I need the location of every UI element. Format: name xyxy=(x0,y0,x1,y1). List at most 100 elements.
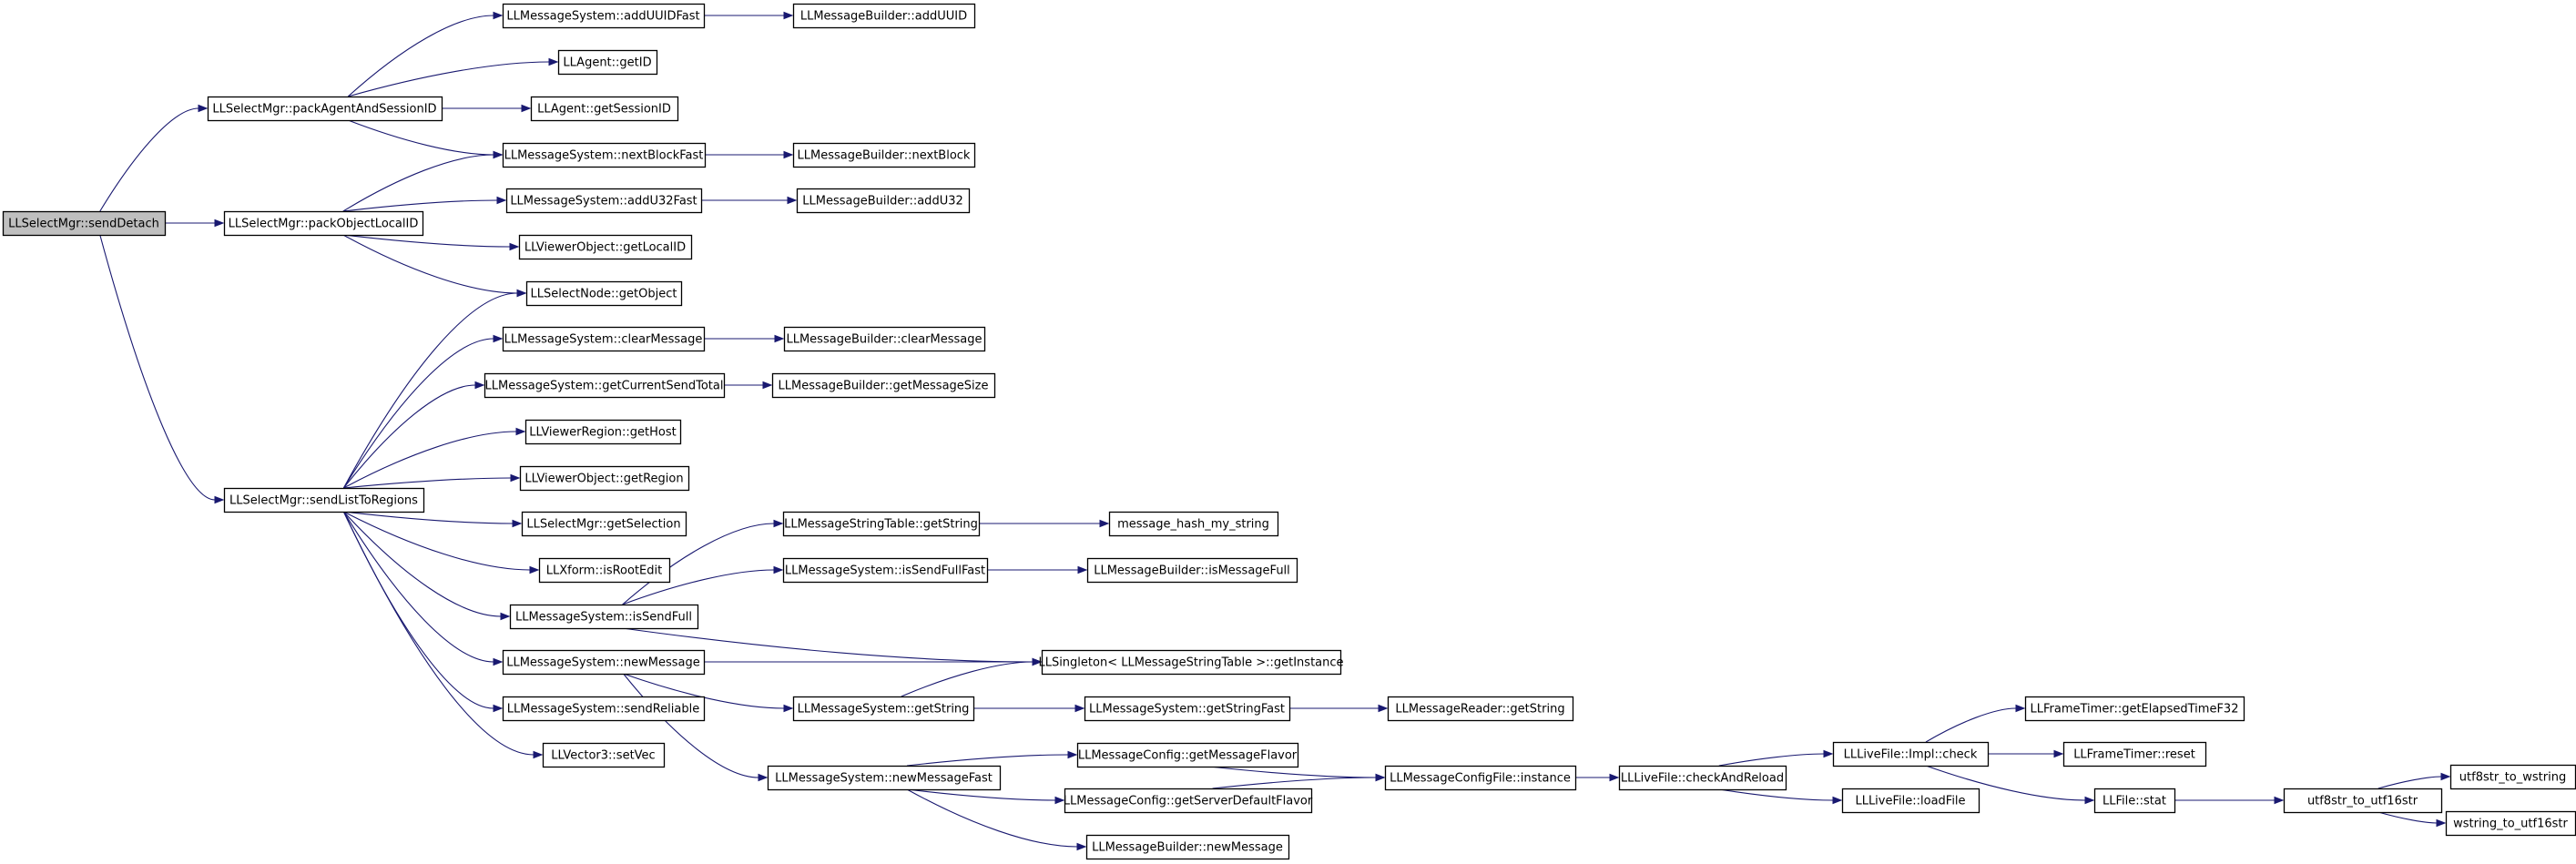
node-sendList[interactable]: LLSelectMgr::sendListToRegions xyxy=(223,487,425,513)
node-box[interactable] xyxy=(2062,741,2207,767)
node-getHost[interactable]: LLViewerRegion::getHost xyxy=(524,419,682,445)
node-ftReset[interactable]: LLFrameTimer::reset xyxy=(2062,741,2207,767)
node-loadFile[interactable]: LLLiveFile::loadFile xyxy=(1841,788,1980,814)
node-getInstance[interactable]: LLSingleton< LLMessageStringTable >::get… xyxy=(1038,649,1344,676)
node-setVec[interactable]: LLVector3::setVec xyxy=(542,742,666,768)
node-box[interactable] xyxy=(782,557,989,584)
node-getSelection[interactable]: LLSelectMgr::getSelection xyxy=(521,511,687,537)
node-box[interactable] xyxy=(557,49,658,76)
node-mrGetString[interactable]: LLMessageReader::getString xyxy=(1387,696,1574,722)
node-mbGetMessageSize[interactable]: LLMessageBuilder::getMessageSize xyxy=(771,372,996,399)
node-box[interactable] xyxy=(1064,788,1313,814)
node-getMessageFlavor[interactable]: LLMessageConfig::getMessageFlavor xyxy=(1076,742,1299,768)
node-box[interactable] xyxy=(1108,511,1279,537)
node-box[interactable] xyxy=(792,142,976,168)
call-edge xyxy=(2377,776,2442,789)
node-addUUIDFast[interactable]: LLMessageSystem::addUUIDFast xyxy=(502,3,706,29)
node-box[interactable] xyxy=(2449,764,2576,790)
node-box[interactable] xyxy=(2445,810,2576,837)
call-edge xyxy=(99,234,216,501)
node-packAgent[interactable]: LLSelectMgr::packAgentAndSessionID xyxy=(207,96,443,122)
node-mbAddUUID[interactable]: LLMessageBuilder::addUUID xyxy=(792,3,976,29)
node-box[interactable] xyxy=(1841,788,1980,814)
node-isSendFull[interactable]: LLMessageSystem::isSendFull xyxy=(509,604,699,630)
node-box[interactable] xyxy=(1041,649,1342,676)
node-wto16[interactable]: wstring_to_utf16str xyxy=(2445,810,2576,837)
node-box[interactable] xyxy=(505,188,703,214)
node-box[interactable] xyxy=(2,210,167,237)
node-getElapsed[interactable]: LLFrameTimer::getElapsedTimeF32 xyxy=(2024,696,2245,722)
node-mbNextBlock[interactable]: LLMessageBuilder::nextBlock xyxy=(792,142,976,168)
node-nextBlockFast[interactable]: LLMessageSystem::nextBlockFast xyxy=(502,142,707,168)
node-box[interactable] xyxy=(502,696,706,722)
node-box[interactable] xyxy=(1084,696,1291,722)
node-box[interactable] xyxy=(1384,765,1577,791)
node-mbNewMessage[interactable]: LLMessageBuilder::newMessage xyxy=(1085,834,1290,860)
node-box[interactable] xyxy=(521,511,687,537)
node-stGetString[interactable]: LLMessageStringTable::getString xyxy=(782,511,981,537)
node-box[interactable] xyxy=(542,742,666,768)
node-box[interactable] xyxy=(771,372,996,399)
node-getLocalID[interactable]: LLViewerObject::getLocalID xyxy=(518,234,693,260)
node-mbAddU32[interactable]: LLMessageBuilder::addU32 xyxy=(796,188,971,214)
node-msGetString[interactable]: LLMessageSystem::getString xyxy=(792,696,975,722)
node-box[interactable] xyxy=(223,487,425,513)
node-box[interactable] xyxy=(525,280,683,307)
node-box[interactable] xyxy=(1085,834,1290,860)
node-box[interactable] xyxy=(1086,557,1298,584)
node-box[interactable] xyxy=(783,326,986,352)
node-box[interactable] xyxy=(502,3,706,29)
node-box[interactable] xyxy=(2093,788,2176,814)
node-utf8toW[interactable]: utf8str_to_wstring xyxy=(2449,764,2576,790)
node-mcfInstance[interactable]: LLMessageConfigFile::instance xyxy=(1384,765,1577,791)
node-getCurrentSendTotal[interactable]: LLMessageSystem::getCurrentSendTotal xyxy=(484,372,726,399)
node-box[interactable] xyxy=(524,419,682,445)
node-box[interactable] xyxy=(502,326,706,352)
node-box[interactable] xyxy=(1076,742,1299,768)
node-getID[interactable]: LLAgent::getID xyxy=(557,49,658,76)
node-sendReliable[interactable]: LLMessageSystem::sendReliable xyxy=(502,696,706,722)
node-addU32Fast[interactable]: LLMessageSystem::addU32Fast xyxy=(505,188,703,214)
node-utf8to16[interactable]: utf8str_to_utf16str xyxy=(2283,788,2443,814)
node-box[interactable] xyxy=(484,372,726,399)
node-box[interactable] xyxy=(792,696,975,722)
edge-arrowhead xyxy=(773,519,784,528)
node-clearMessage[interactable]: LLMessageSystem::clearMessage xyxy=(502,326,706,352)
node-getStringFast[interactable]: LLMessageSystem::getStringFast xyxy=(1084,696,1291,722)
node-box[interactable] xyxy=(792,3,976,29)
node-newMessage[interactable]: LLMessageSystem::newMessage xyxy=(502,649,706,676)
node-newMessageFast[interactable]: LLMessageSystem::newMessageFast xyxy=(767,765,1002,791)
node-box[interactable] xyxy=(530,96,679,122)
node-box[interactable] xyxy=(782,511,981,537)
node-sendDetach[interactable]: LLSelectMgr::sendDetach xyxy=(2,210,167,237)
node-fileStat[interactable]: LLFile::stat xyxy=(2093,788,2176,814)
node-box[interactable] xyxy=(1618,765,1787,791)
node-box[interactable] xyxy=(223,210,424,237)
node-box[interactable] xyxy=(509,604,699,630)
node-isSendFullFast[interactable]: LLMessageSystem::isSendFullFast xyxy=(782,557,989,584)
node-packObj[interactable]: LLSelectMgr::packObjectLocalID xyxy=(223,210,424,237)
node-box[interactable] xyxy=(207,96,443,122)
node-checkAndReload[interactable]: LLLiveFile::checkAndReload xyxy=(1618,765,1787,791)
node-implCheck[interactable]: LLLiveFile::Impl::check xyxy=(1832,741,1990,767)
node-box[interactable] xyxy=(767,765,1002,791)
node-box[interactable] xyxy=(518,234,693,260)
node-box[interactable] xyxy=(2024,696,2245,722)
node-box[interactable] xyxy=(2283,788,2443,814)
node-label: LLSelectMgr::getSelection xyxy=(526,518,680,532)
node-box[interactable] xyxy=(538,557,671,584)
node-getServerDefaultFlavor[interactable]: LLMessageConfig::getServerDefaultFlavor xyxy=(1064,788,1313,814)
node-getSessionID[interactable]: LLAgent::getSessionID xyxy=(530,96,679,122)
node-box[interactable] xyxy=(502,649,706,676)
node-box[interactable] xyxy=(1832,741,1990,767)
node-isRootEdit[interactable]: LLXform::isRootEdit xyxy=(538,557,671,584)
node-box[interactable] xyxy=(502,142,707,168)
node-mbClearMessage[interactable]: LLMessageBuilder::clearMessage xyxy=(783,326,986,352)
node-getRegion[interactable]: LLViewerObject::getRegion xyxy=(519,465,690,492)
node-box[interactable] xyxy=(1387,696,1574,722)
node-getObject[interactable]: LLSelectNode::getObject xyxy=(525,280,683,307)
node-box[interactable] xyxy=(519,465,690,492)
node-mbIsMessageFull[interactable]: LLMessageBuilder::isMessageFull xyxy=(1086,557,1298,584)
node-hashStr[interactable]: message_hash_my_string xyxy=(1108,511,1279,537)
node-box[interactable] xyxy=(796,188,971,214)
